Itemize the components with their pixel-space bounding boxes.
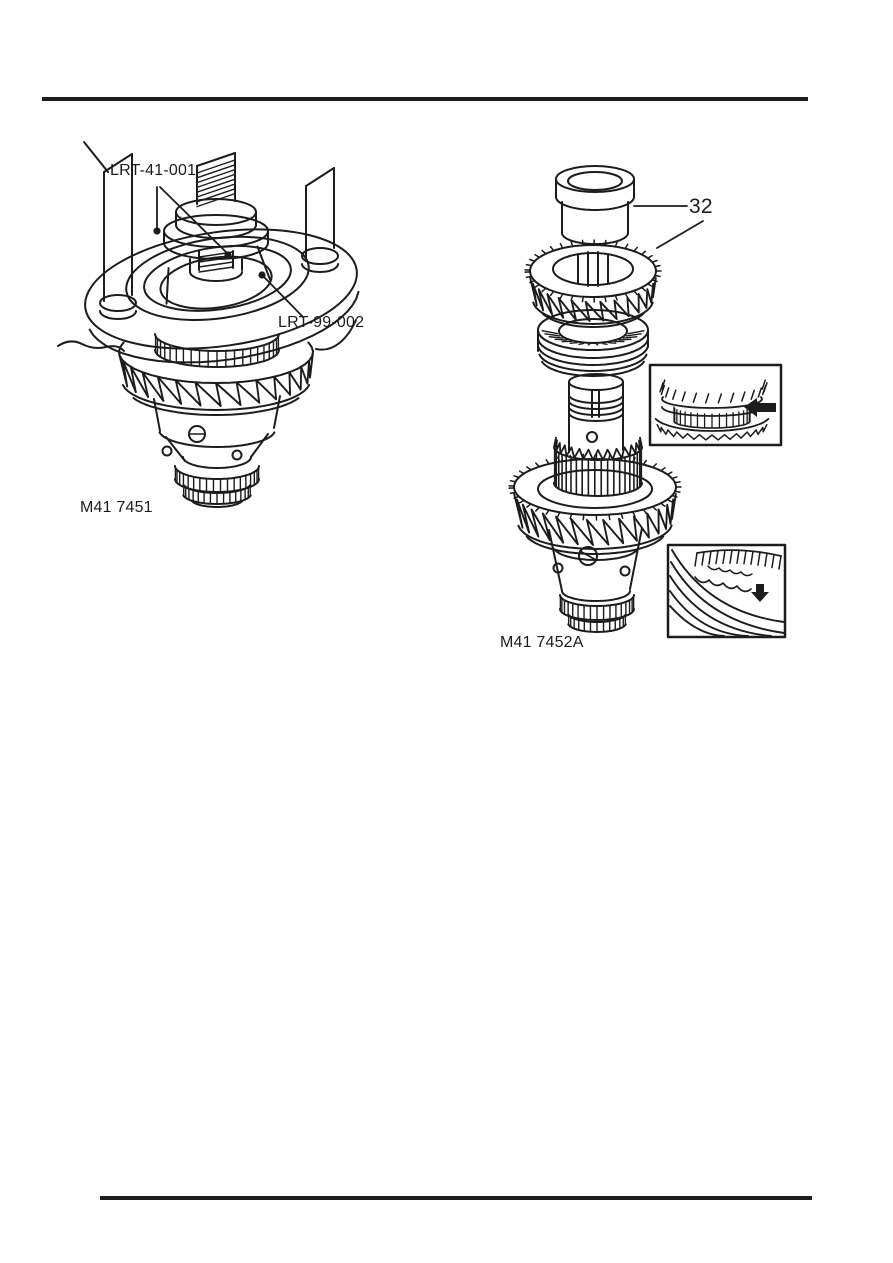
item-callout-32: 32 (689, 195, 713, 218)
top-rule (42, 97, 808, 101)
figure-right-drawing (508, 165, 787, 639)
figure-left-drawing (57, 141, 360, 508)
tool-callout-lrt-41-001: LRT-41-001 (110, 162, 197, 179)
arrow-left-icon (744, 398, 776, 417)
inset-upper (648, 363, 783, 447)
inset-lower (666, 543, 787, 639)
figure-left-caption: M41 7451 (80, 499, 153, 516)
tool-callout-lrt-99-002: LRT-99-002 (278, 314, 365, 331)
figure-right-caption: M41 7452A (500, 634, 584, 651)
bottom-rule (100, 1196, 812, 1200)
arrow-down-icon (751, 584, 769, 602)
